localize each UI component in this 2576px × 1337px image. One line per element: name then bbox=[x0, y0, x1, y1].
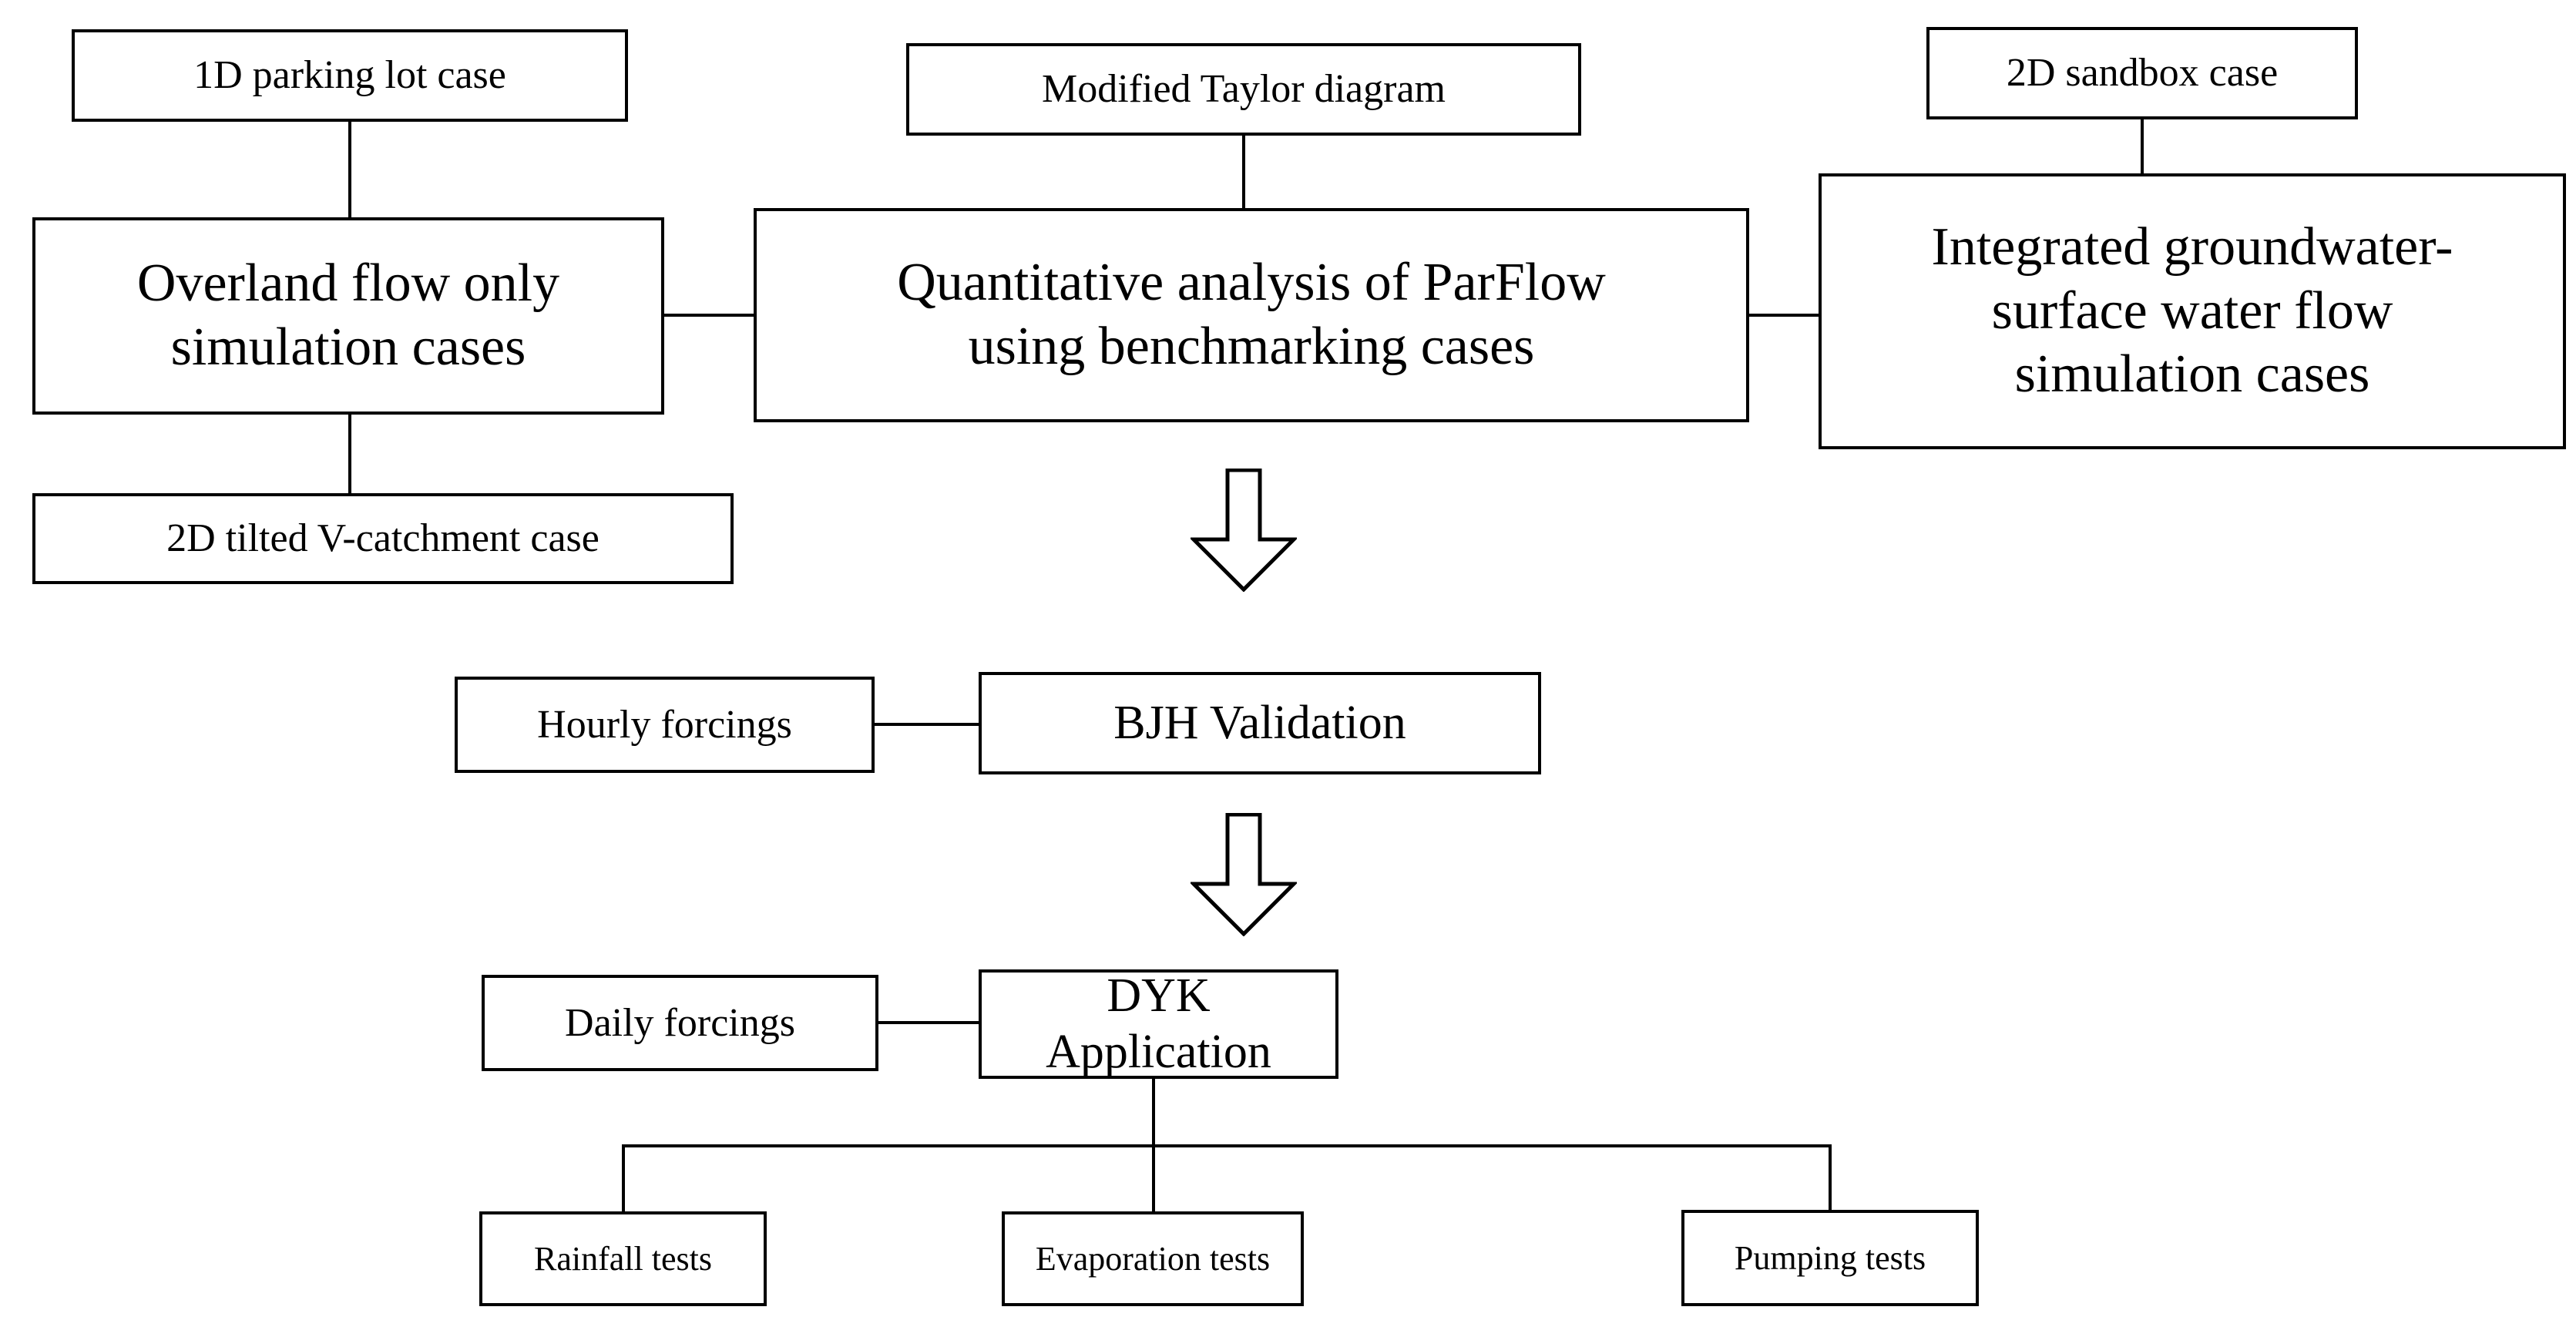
node-label: Evaporation tests bbox=[1035, 1239, 1271, 1278]
node-label: Hourly forcings bbox=[537, 702, 792, 747]
node-label: Integrated groundwater- surface water fl… bbox=[1931, 217, 2453, 405]
connector-bus-to-rainfall bbox=[622, 1144, 625, 1214]
node-label: Quantitative analysis of ParFlow using b… bbox=[897, 253, 1606, 376]
connector-overland-to-tilted-v bbox=[348, 413, 351, 496]
arrow-down-icon-quantitative-to-bjh bbox=[1191, 469, 1297, 592]
connector-quantitative-to-integrated bbox=[1746, 314, 1822, 317]
node-2d-sandbox-case[interactable]: 2D sandbox case bbox=[1926, 27, 2358, 119]
node-hourly-forcings[interactable]: Hourly forcings bbox=[455, 677, 875, 773]
node-dyk-application[interactable]: DYK Application bbox=[979, 969, 1338, 1079]
node-label: Modified Taylor diagram bbox=[1042, 67, 1446, 112]
node-label: 1D parking lot case bbox=[193, 53, 506, 98]
node-label: 2D tilted V-catchment case bbox=[166, 516, 599, 561]
connector-tests-bus bbox=[622, 1144, 1832, 1147]
connector-daily-to-dyk bbox=[875, 1021, 982, 1024]
connector-bus-to-pumping bbox=[1829, 1144, 1832, 1214]
connector-sandbox-to-integrated bbox=[2141, 118, 2144, 175]
node-2d-tilted-v-catchment-case[interactable]: 2D tilted V-catchment case bbox=[32, 493, 734, 584]
connector-parking-to-overland bbox=[348, 120, 351, 219]
node-integrated-groundwater-surface-water[interactable]: Integrated groundwater- surface water fl… bbox=[1819, 173, 2566, 449]
node-pumping-tests[interactable]: Pumping tests bbox=[1681, 1210, 1979, 1306]
connector-hourly-to-bjh bbox=[872, 723, 982, 726]
node-label: 2D sandbox case bbox=[2006, 51, 2279, 96]
node-label: DYK Application bbox=[1046, 969, 1271, 1078]
node-daily-forcings[interactable]: Daily forcings bbox=[482, 975, 878, 1071]
node-label: Rainfall tests bbox=[534, 1239, 712, 1278]
node-evaporation-tests[interactable]: Evaporation tests bbox=[1002, 1211, 1304, 1306]
connector-taylor-to-quantitative bbox=[1242, 134, 1245, 210]
connector-overland-to-quantitative bbox=[661, 314, 757, 317]
node-label: BJH Validation bbox=[1113, 696, 1406, 749]
node-quantitative-analysis-of-parflow[interactable]: Quantitative analysis of ParFlow using b… bbox=[754, 208, 1749, 422]
node-1d-parking-lot-case[interactable]: 1D parking lot case bbox=[72, 29, 628, 122]
node-label: Pumping tests bbox=[1734, 1238, 1926, 1277]
node-modified-taylor-diagram[interactable]: Modified Taylor diagram bbox=[906, 43, 1581, 136]
arrow-down-icon-bjh-to-dyk bbox=[1191, 813, 1297, 936]
node-bjh-validation[interactable]: BJH Validation bbox=[979, 672, 1541, 774]
node-rainfall-tests[interactable]: Rainfall tests bbox=[479, 1211, 767, 1306]
node-label: Daily forcings bbox=[565, 1000, 795, 1045]
node-overland-flow-only-simulation-cases[interactable]: Overland flow only simulation cases bbox=[32, 217, 664, 415]
node-label: Overland flow only simulation cases bbox=[136, 254, 560, 377]
